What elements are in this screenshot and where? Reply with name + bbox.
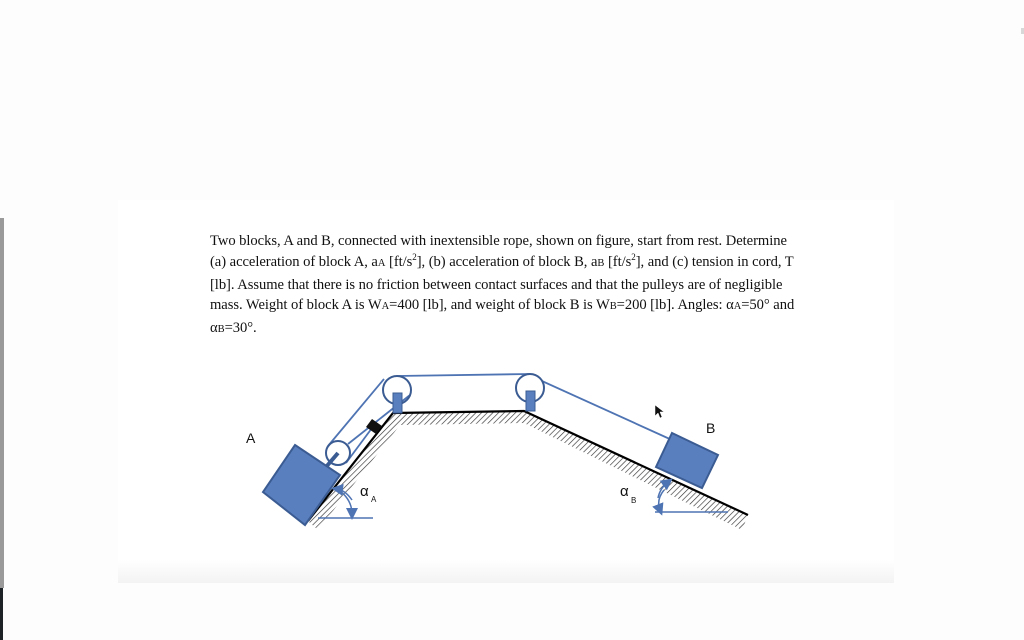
- label-alpha-b: α B: [620, 483, 636, 505]
- problem-line-3: [lb]. Assume that there is no friction b…: [210, 276, 783, 293]
- angle-b-indicator: [652, 478, 728, 516]
- label-block-a: A: [246, 430, 256, 446]
- svg-text:A: A: [371, 495, 377, 504]
- block-a: [261, 443, 342, 527]
- label-alpha-a: α A: [360, 483, 377, 504]
- problem-line-4: mass. Weight of block A is WA=400 [lb], …: [210, 297, 795, 314]
- content-panel: [118, 200, 894, 583]
- window-left-edge: [0, 218, 4, 588]
- rope-anchor: [366, 419, 382, 434]
- fixed-pulley-right: [515, 373, 545, 412]
- svg-text:α: α: [620, 483, 629, 500]
- problem-statement: Two blocks, A and B, connected with inex…: [210, 231, 850, 341]
- svg-text:α: α: [360, 483, 369, 500]
- window-left-edge-dark: [0, 588, 3, 640]
- problem-line-5: αB=30°.: [210, 320, 257, 337]
- mouse-cursor-icon: [654, 404, 665, 419]
- moving-pulley: [324, 440, 351, 469]
- svg-text:B: B: [631, 496, 636, 505]
- block-b: [654, 431, 720, 490]
- problem-line-1: Two blocks, A and B, connected with inex…: [210, 233, 787, 249]
- fixed-pulley-left: [382, 375, 412, 414]
- ground-surface: [307, 409, 749, 522]
- scroll-indicator: [1021, 28, 1024, 34]
- angle-a-indicator: [318, 483, 373, 520]
- label-block-b: B: [706, 420, 715, 436]
- problem-line-2: (a) acceleration of block A, aA [ft/s2],…: [210, 251, 794, 270]
